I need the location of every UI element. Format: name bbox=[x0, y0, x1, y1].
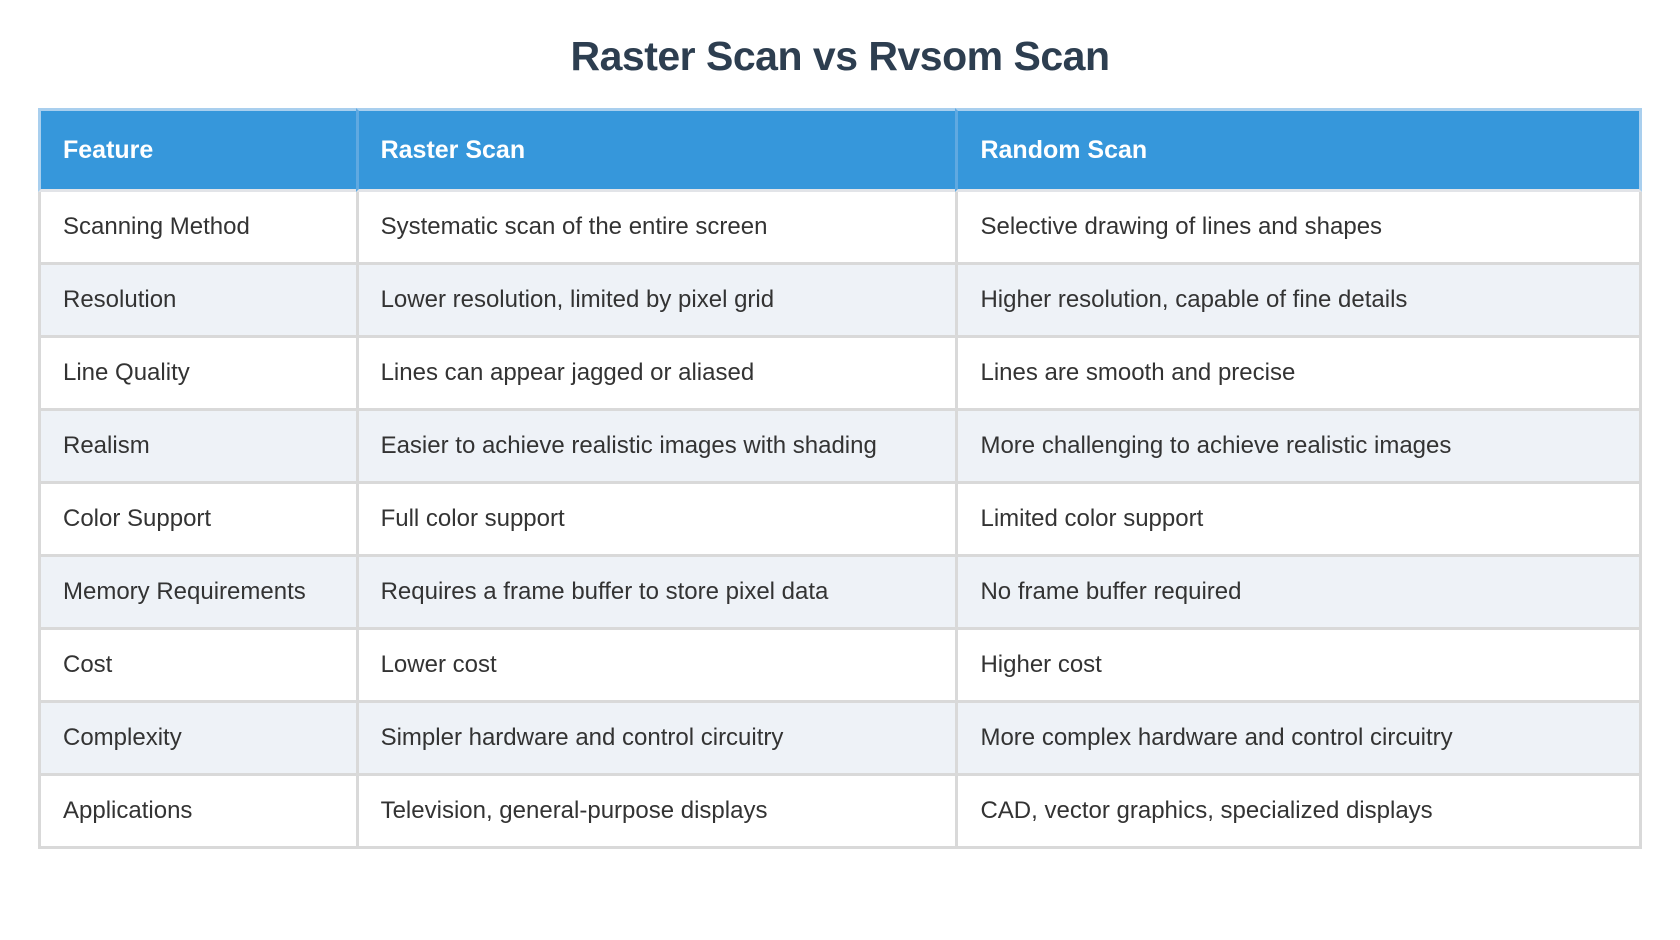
feature-cell: Cost bbox=[38, 630, 356, 703]
raster-scan-cell: Requires a frame buffer to store pixel d… bbox=[355, 557, 956, 630]
random-scan-cell: Higher cost bbox=[955, 630, 1642, 703]
feature-cell: Scanning Method bbox=[38, 192, 356, 265]
page-title: Raster Scan vs Rvsom Scan bbox=[570, 33, 1111, 79]
table-row: Complexity Simpler hardware and control … bbox=[38, 703, 1642, 776]
feature-cell: Applications bbox=[38, 776, 356, 849]
table-row: Realism Easier to achieve realistic imag… bbox=[38, 411, 1642, 484]
column-header-raster-scan: Raster Scan bbox=[355, 108, 956, 192]
table-row: Color Support Full color support Limited… bbox=[38, 484, 1642, 557]
random-scan-cell: CAD, vector graphics, specialized displa… bbox=[955, 776, 1642, 849]
random-scan-cell: Selective drawing of lines and shapes bbox=[955, 192, 1642, 265]
raster-scan-cell: Lower cost bbox=[355, 630, 956, 703]
table-row: Applications Television, general-purpose… bbox=[38, 776, 1642, 849]
random-scan-cell: Higher resolution, capable of fine detai… bbox=[955, 265, 1642, 338]
comparison-table: Feature Raster Scan Random Scan Scanning… bbox=[38, 108, 1642, 849]
table-row: Resolution Lower resolution, limited by … bbox=[38, 265, 1642, 338]
random-scan-cell: Lines are smooth and precise bbox=[955, 338, 1642, 411]
table-row: Cost Lower cost Higher cost bbox=[38, 630, 1642, 703]
table-header-row: Feature Raster Scan Random Scan bbox=[38, 108, 1642, 192]
feature-cell: Resolution bbox=[38, 265, 356, 338]
random-scan-cell: More challenging to achieve realistic im… bbox=[955, 411, 1642, 484]
raster-scan-cell: Easier to achieve realistic images with … bbox=[355, 411, 956, 484]
random-scan-cell: Limited color support bbox=[955, 484, 1642, 557]
feature-cell: Realism bbox=[38, 411, 356, 484]
raster-scan-cell: Lines can appear jagged or aliased bbox=[355, 338, 956, 411]
table-row: Scanning Method Systematic scan of the e… bbox=[38, 192, 1642, 265]
raster-scan-cell: Systematic scan of the entire screen bbox=[355, 192, 956, 265]
table-row: Line Quality Lines can appear jagged or … bbox=[38, 338, 1642, 411]
feature-cell: Complexity bbox=[38, 703, 356, 776]
raster-scan-cell: Simpler hardware and control circuitry bbox=[355, 703, 956, 776]
column-header-feature: Feature bbox=[38, 108, 356, 192]
feature-cell: Line Quality bbox=[38, 338, 356, 411]
raster-scan-cell: Full color support bbox=[355, 484, 956, 557]
feature-cell: Memory Requirements bbox=[38, 557, 356, 630]
raster-scan-cell: Lower resolution, limited by pixel grid bbox=[355, 265, 956, 338]
raster-scan-cell: Television, general-purpose displays bbox=[355, 776, 956, 849]
feature-cell: Color Support bbox=[38, 484, 356, 557]
table-row: Memory Requirements Requires a frame buf… bbox=[38, 557, 1642, 630]
column-header-random-scan: Random Scan bbox=[955, 108, 1642, 192]
random-scan-cell: More complex hardware and control circui… bbox=[955, 703, 1642, 776]
random-scan-cell: No frame buffer required bbox=[955, 557, 1642, 630]
